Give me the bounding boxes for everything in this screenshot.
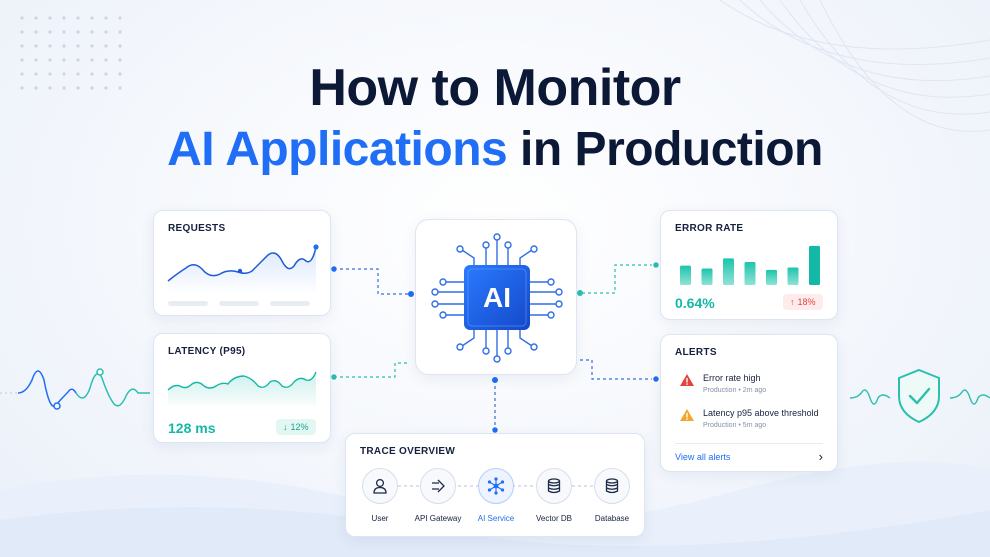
latency-card-title: LATENCY (P95) [168,346,246,357]
shield-check-icon [898,368,940,424]
error-rate-value: 0.64% [675,295,715,311]
ai-core-card: AI [415,219,577,375]
error-rate-change-badge: ↑ 18% [783,294,823,310]
database-icon [605,478,619,494]
database-icon [547,478,561,494]
latency-card: LATENCY (P95) 128 ms ↓ 12% [153,333,331,443]
requests-card-title: REQUESTS [168,223,226,234]
arrow-down-icon: ↓ [283,422,288,432]
alert-meta: Production • 2m ago [703,387,767,394]
ai-chip-icon [431,233,563,363]
trace-node-label: AI Service [477,514,515,523]
error-rate-bar [744,262,756,285]
requests-placeholder-bar [219,301,259,306]
headline-accent: AI Applications [167,123,508,176]
arrow-up-icon: ↑ [790,297,795,307]
trace-node-user[interactable] [362,468,398,504]
trace-node-label: User [371,514,389,523]
error-rate-bar-chart [680,245,820,285]
trace-overview-title: TRACE OVERVIEW [360,446,456,457]
headline-line-1: How to Monitor [309,59,681,117]
error-rate-bar [809,245,820,285]
trace-node-label: API Gateway [414,514,462,523]
latency-value: 128 ms [168,420,216,436]
requests-placeholder-bar [270,301,310,306]
ai-chip-label: AI [483,281,511,313]
trace-node-database[interactable] [594,468,630,504]
requests-card: REQUESTS [153,210,331,316]
trace-node-vector-db[interactable] [536,468,572,504]
latency-change-value: 12% [290,422,309,432]
alert-meta: Production • 5m ago [703,422,767,429]
user-icon [373,478,387,494]
trace-node-label: Vector DB [535,514,572,523]
headline-rest: in Production [507,123,823,176]
error-rate-bar [787,267,799,285]
trace-node-ai-service[interactable] [478,468,514,504]
alerts-card: ALERTS Error rate high Production • 2m a… [660,334,838,472]
warning-icon [680,409,694,421]
left-waveform [0,368,150,410]
chevron-right-icon[interactable]: › [818,449,823,464]
right-waveform [849,389,990,405]
error-rate-card-title: ERROR RATE [675,223,744,234]
error-rate-bar [723,258,734,285]
error-warning-icon [680,374,694,386]
trace-node-api-gateway[interactable] [420,468,456,504]
headline-line-2: AI Applications in Production [0,122,990,177]
network-icon [487,477,505,495]
error-rate-card: ERROR RATE 0.64% ↑ 18% [660,210,838,320]
requests-placeholder-bar [168,301,208,306]
latency-sparkline [167,371,317,406]
error-rate-bar [766,269,777,285]
error-rate-change-value: 18% [797,297,816,307]
latency-change-badge: ↓ 12% [276,419,316,435]
alert-title: Error rate high [703,373,761,383]
error-rate-bar [701,268,713,285]
alerts-card-title: ALERTS [675,347,717,358]
view-all-alerts-link[interactable]: View all alerts [675,452,731,462]
alerts-divider [675,443,823,444]
trace-node-label: Database [594,514,630,523]
error-rate-bar [680,265,691,285]
requests-sparkline [167,244,319,295]
trace-overview-card: TRACE OVERVIEW User API Gateway [345,433,645,537]
gateway-icon [432,479,445,493]
alert-title: Latency p95 above threshold [703,408,819,418]
